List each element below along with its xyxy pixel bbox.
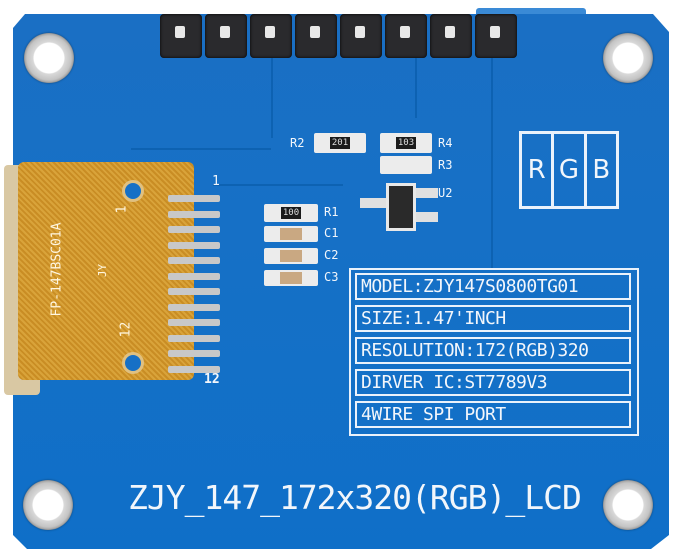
spec-driver-ic: DIRVER IC:ST7789V3 — [355, 369, 631, 396]
rgb-silkscreen-box: R G B — [519, 131, 619, 209]
flex-cable: FP-147BSC01A JY 1 12 — [18, 162, 194, 380]
rgb-letter-b: B — [592, 155, 611, 185]
header-pin — [160, 14, 202, 58]
solder-pad — [168, 365, 220, 373]
flex-maker: JY — [96, 263, 110, 278]
u2-leg — [360, 198, 388, 208]
pcb-pin-last-label: 12 — [204, 372, 220, 387]
mounting-hole-bottom-left — [23, 480, 73, 530]
header-pin — [385, 14, 427, 58]
flex-pin-last: 12 — [118, 321, 134, 338]
c2-label: C2 — [324, 248, 339, 262]
copper-trace — [213, 184, 343, 188]
header-pin — [250, 14, 292, 58]
r4-marking: 103 — [396, 137, 416, 149]
pcb-pin-first-label: 1 — [212, 174, 220, 189]
r4-label: R4 — [438, 136, 453, 150]
solder-pad — [168, 350, 220, 358]
c3-body — [280, 272, 302, 284]
r2-marking: 201 — [330, 137, 350, 149]
mounting-hole-top-right — [603, 33, 653, 83]
solder-pad — [168, 257, 220, 265]
solder-pad — [168, 288, 220, 296]
flex-hole — [122, 352, 144, 374]
header-pin — [205, 14, 247, 58]
copper-trace — [131, 58, 271, 150]
r1-label: R1 — [324, 205, 339, 219]
solder-pad — [168, 226, 220, 234]
solder-pad — [168, 272, 220, 280]
flex-marking: FP-147BSC01A — [49, 222, 65, 317]
header-pin — [295, 14, 337, 58]
c3-label: C3 — [324, 270, 339, 284]
flex-pin-first: 1 — [114, 205, 130, 214]
solder-pad — [168, 319, 220, 327]
header-pin — [430, 14, 472, 58]
r2-label: R2 — [290, 136, 305, 150]
u2-label: U2 — [438, 186, 453, 200]
copper-trace — [489, 58, 493, 268]
spec-info-box: MODEL:ZJY147S0800TG01 SIZE:1.47'INCH RES… — [349, 268, 639, 436]
solder-pad — [168, 303, 220, 311]
board-label: ZJY_147_172x320(RGB)_LCD — [128, 478, 582, 517]
u2-leg — [410, 212, 438, 222]
spec-resolution: RESOLUTION:172(RGB)320 — [355, 337, 631, 364]
mounting-hole-bottom-right — [603, 480, 653, 530]
header-tab — [476, 8, 586, 16]
spec-interface: 4WIRE SPI PORT — [355, 401, 631, 428]
copper-trace — [403, 58, 417, 118]
solder-pad — [168, 334, 220, 342]
c2-body — [280, 250, 302, 262]
u2-transistor — [386, 183, 416, 231]
copper-trace — [245, 58, 273, 138]
spec-size: SIZE:1.47'INCH — [355, 305, 631, 332]
r1-marking: 100 — [281, 207, 301, 219]
solder-pad — [168, 210, 220, 218]
rgb-letter-r: R — [522, 134, 555, 206]
c1-label: C1 — [324, 226, 339, 240]
r3-resistor — [380, 156, 432, 174]
spec-model: MODEL:ZJY147S0800TG01 — [355, 273, 631, 300]
flex-hole — [122, 180, 144, 202]
solder-pad — [168, 195, 220, 202]
pin-header — [160, 14, 517, 58]
solder-pad — [168, 241, 220, 249]
c1-body — [280, 228, 302, 240]
r3-label: R3 — [438, 158, 453, 172]
u2-leg — [410, 188, 438, 198]
flex-solder-pads — [168, 195, 220, 373]
header-pin — [475, 14, 517, 58]
header-pin — [340, 14, 382, 58]
mounting-hole-top-left — [24, 33, 74, 83]
rgb-letter-g: G — [554, 134, 587, 206]
